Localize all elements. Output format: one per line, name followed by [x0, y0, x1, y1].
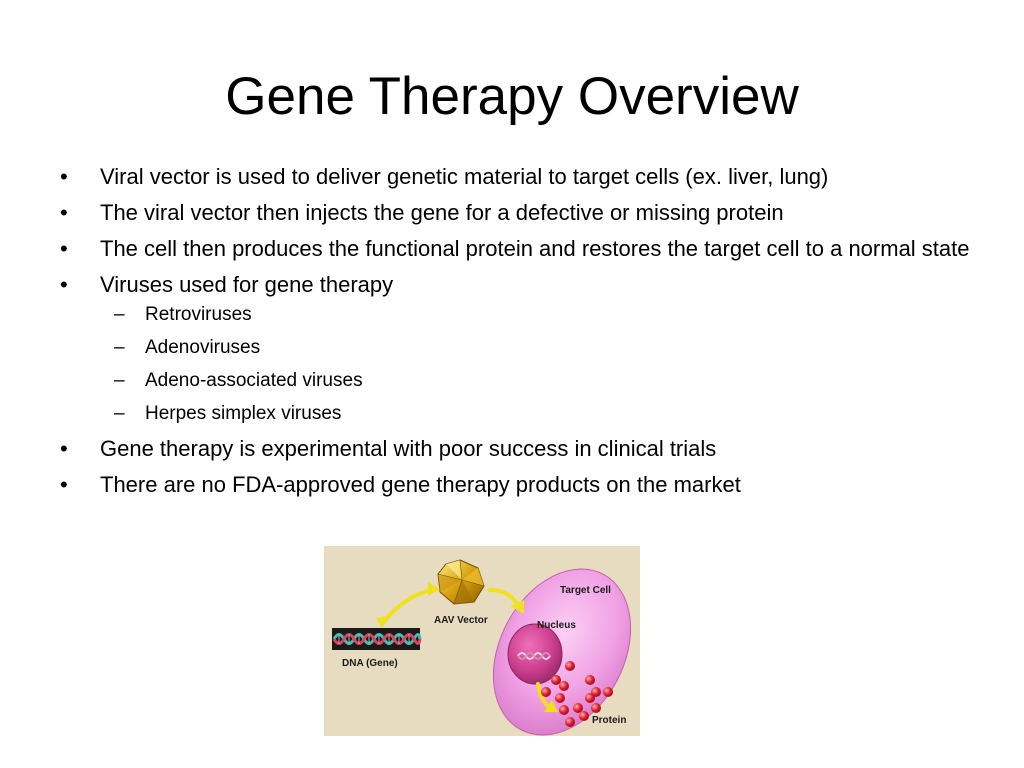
bullet-marker: •	[60, 436, 68, 461]
sub-bullet-marker: –	[114, 403, 125, 424]
protein-label: Protein	[592, 715, 626, 726]
bullet-item: • The viral vector then injects the gene…	[60, 198, 980, 228]
arrow-vector-to-cell-icon	[488, 588, 524, 614]
bullet-marker: •	[60, 236, 68, 261]
target-cell-label: Target Cell	[560, 585, 611, 596]
sub-bullet-text: Herpes simplex viruses	[145, 403, 342, 424]
sub-bullet-text: Adeno-associated viruses	[145, 370, 363, 391]
aav-vector-icon	[437, 559, 485, 605]
bullet-item: • Viruses used for gene therapy – Retrov…	[60, 270, 980, 427]
bullet-text: The viral vector then injects the gene f…	[100, 200, 784, 225]
diagram-svg: Target Cell Nucleus	[324, 546, 640, 736]
bullet-item: • There are no FDA-approved gene therapy…	[60, 470, 980, 500]
bullet-marker: •	[60, 200, 68, 225]
sub-bullet-item: – Retroviruses	[100, 302, 980, 328]
sub-bullet-marker: –	[114, 304, 125, 325]
sub-bullet-text: Retroviruses	[145, 304, 252, 325]
bullet-text: There are no FDA-approved gene therapy p…	[100, 472, 741, 497]
slide-title: Gene Therapy Overview	[225, 67, 799, 126]
bullet-text: The cell then produces the functional pr…	[100, 236, 970, 261]
nucleus-dna-icon	[517, 652, 551, 660]
bullet-marker: •	[60, 272, 68, 297]
bullet-marker: •	[60, 164, 68, 189]
gene-therapy-diagram: Target Cell Nucleus	[324, 546, 640, 736]
bullet-text: Viral vector is used to deliver genetic …	[100, 164, 829, 189]
arrow-nucleus-to-protein-icon	[536, 682, 558, 712]
nucleus-label: Nucleus	[537, 620, 576, 631]
bullet-item: • The cell then produces the functional …	[60, 234, 980, 264]
bullet-item: • Gene therapy is experimental with poor…	[60, 434, 980, 464]
sub-bullet-item: – Adeno-associated viruses	[100, 368, 980, 394]
sub-bullet-list: – Retroviruses – Adenoviruses – Adeno-as…	[100, 302, 980, 427]
aav-vector-label: AAV Vector	[434, 615, 488, 626]
dna-strand-icon	[332, 628, 422, 650]
sub-bullet-item: – Herpes simplex viruses	[100, 401, 980, 427]
sub-bullet-marker: –	[114, 370, 125, 391]
sub-bullet-marker: –	[114, 337, 125, 358]
dna-label: DNA (Gene)	[342, 658, 398, 669]
bullet-list: • Viral vector is used to deliver geneti…	[60, 162, 980, 506]
sub-bullet-text: Adenoviruses	[145, 337, 261, 358]
arrow-dna-to-vector-icon	[376, 582, 440, 628]
bullet-text: Gene therapy is experimental with poor s…	[100, 436, 717, 461]
protein-molecules-icon	[541, 661, 613, 727]
bullet-item: • Viral vector is used to deliver geneti…	[60, 162, 980, 192]
bullet-marker: •	[60, 472, 68, 497]
sub-bullet-item: – Adenoviruses	[100, 335, 980, 361]
bullet-text: Viruses used for gene therapy	[100, 272, 394, 297]
